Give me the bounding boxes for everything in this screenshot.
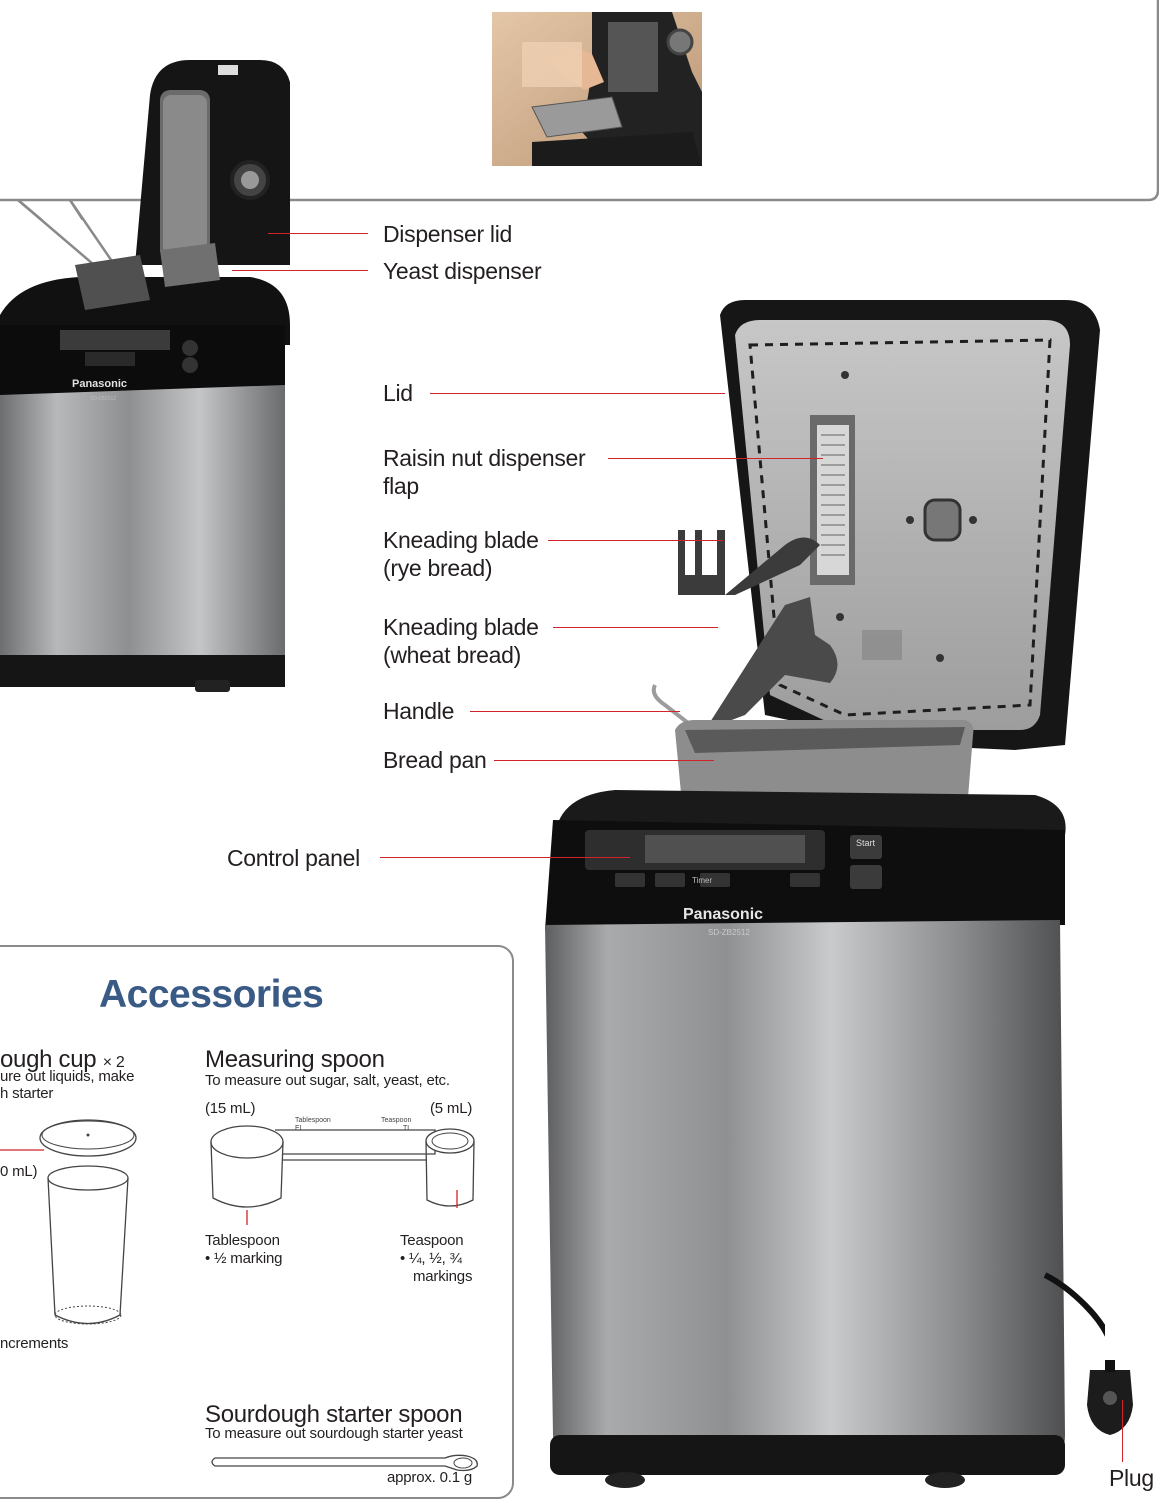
label-control-panel: Control panel <box>227 845 360 871</box>
leader-control-panel <box>380 857 630 858</box>
label-raisin-2: flap <box>383 473 419 499</box>
label-dispenser-lid: Dispenser lid <box>383 221 513 247</box>
ms-tablespoon-title: Tablespoon <box>205 1232 280 1249</box>
cup-count: × 2 <box>102 1054 125 1071</box>
plug-illustration <box>1075 1360 1145 1440</box>
accessories-title: Accessories <box>99 973 324 1016</box>
bread-machine-large <box>545 275 1118 1505</box>
ms-teaspoon-note-2: markings <box>413 1268 473 1285</box>
label-lid: Lid <box>383 380 413 406</box>
callout-frame-lines <box>17 199 120 271</box>
ss-amount: approx. 0.1 g <box>387 1469 472 1486</box>
cup-desc-2: h starter <box>0 1085 54 1102</box>
ms-teaspoon-title: Teaspoon <box>400 1232 464 1249</box>
small-brand: Panasonic <box>72 378 128 390</box>
ms-teaspoon-note-1: • ¼, ½, ¾ <box>400 1250 462 1267</box>
label-kneading-wheat-1: Kneading blade <box>383 614 539 640</box>
ms-handle-left-1: Tablespoon <box>295 1117 331 1124</box>
large-brand: Panasonic <box>683 906 764 923</box>
ms-handle-right-1: Teaspoon <box>381 1117 412 1124</box>
label-plug: Plug <box>1109 1465 1154 1491</box>
small-model: SD-ZB2512 <box>90 396 117 402</box>
label-bread-pan: Bread pan <box>383 747 487 773</box>
ms-left-size: (15 mL) <box>205 1100 256 1117</box>
leader-yeast-dispenser <box>232 270 368 271</box>
inset-photo <box>492 12 702 166</box>
timer-label: Timer <box>692 876 713 885</box>
cup-heading-text: ough cup <box>0 1046 97 1073</box>
leader-dispenser-lid <box>268 233 368 234</box>
ms-tablespoon-note: • ½ marking <box>205 1250 283 1267</box>
label-kneading-rye-1: Kneading blade <box>383 527 539 553</box>
ms-right-size: (5 mL) <box>430 1100 473 1117</box>
ms-handle-right-2: TL <box>403 1125 412 1132</box>
label-handle: Handle <box>383 698 455 724</box>
leader-lid <box>430 393 725 394</box>
cup-desc-1: ure out liquids, make <box>0 1068 135 1085</box>
cup-heading: ough cup × 2 <box>0 1047 125 1076</box>
leader-handle <box>470 711 680 712</box>
cup-footer: ncrements <box>0 1335 69 1352</box>
label-kneading-rye-2: (rye bread) <box>383 555 493 581</box>
starter-spoon-illustration <box>205 1450 485 1476</box>
label-kneading-wheat-2: (wheat bread) <box>383 642 522 668</box>
ms-desc: To measure out sugar, salt, yeast, etc. <box>205 1072 450 1089</box>
accessories-box <box>0 945 514 1499</box>
leader-kneading-wheat <box>553 627 718 628</box>
leader-plug <box>1122 1400 1123 1462</box>
ss-heading: Sourdough starter spoon <box>205 1401 463 1428</box>
label-yeast-dispenser: Yeast dispenser <box>383 258 542 284</box>
ms-handle-left-2: EL <box>295 1125 304 1132</box>
large-model: SD-ZB2512 <box>708 928 750 937</box>
measuring-spoon-illustration <box>205 1120 485 1230</box>
leader-kneading-rye <box>548 540 723 541</box>
label-raisin-1: Raisin nut dispenser <box>383 445 586 471</box>
ms-heading: Measuring spoon <box>205 1046 385 1073</box>
bread-machine-small <box>0 55 292 695</box>
start-button: Start <box>856 838 876 848</box>
leader-raisin <box>608 458 823 459</box>
cup-capacity: 0 mL) <box>0 1163 38 1180</box>
cup-illustration <box>0 1110 140 1335</box>
leader-bread-pan <box>494 760 714 761</box>
ss-desc: To measure out sourdough starter yeast <box>205 1425 463 1442</box>
